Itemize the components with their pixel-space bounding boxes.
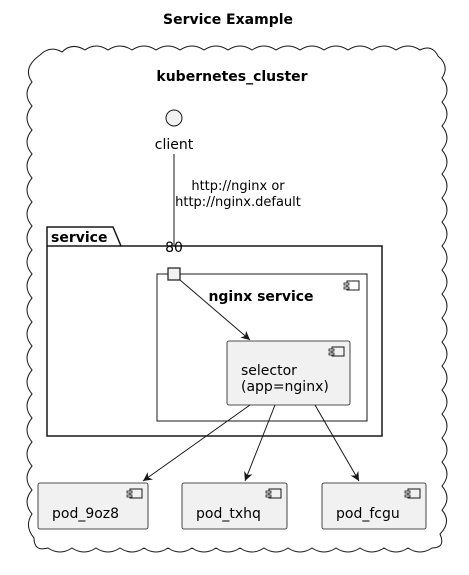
selector-component[interactable] (226, 340, 351, 406)
component-icon (328, 346, 345, 357)
pod-9oz8[interactable]: pod_9oz8 (37, 482, 149, 530)
edge-selector-to-pod-txhq (244, 404, 276, 482)
selector-label-line2: (app=nginx) (241, 379, 329, 395)
edge-selector-to-pod-fcgu (314, 404, 360, 482)
selector-label-line1: selector (241, 363, 297, 379)
component-icon (126, 488, 143, 499)
edge-label-line1: http://nginx or (191, 179, 285, 194)
edge-selector-to-pod-9oz8 (142, 404, 251, 482)
client-label: client (155, 137, 194, 153)
client-interface-icon[interactable] (165, 109, 183, 127)
pod-label: pod_9oz8 (52, 506, 119, 522)
pod-label: pod_txhq (196, 506, 261, 522)
diagram-title: Service Example (163, 12, 293, 28)
port-80[interactable] (167, 267, 181, 281)
port-label: 80 (165, 240, 183, 256)
nginx-service-label: nginx service (208, 289, 313, 305)
component-icon (404, 488, 421, 499)
component-icon (265, 488, 282, 499)
pod-txhq[interactable]: pod_txhq (181, 482, 288, 530)
edge-port-to-selector (179, 279, 251, 341)
edge-label-line2: http://nginx.default (175, 195, 301, 210)
cluster-label: kubernetes_cluster (156, 69, 307, 85)
service-package-label: service (51, 230, 107, 246)
pod-fcgu[interactable]: pod_fcgu (321, 482, 427, 530)
pod-label: pod_fcgu (336, 506, 400, 522)
component-icon (343, 280, 360, 291)
